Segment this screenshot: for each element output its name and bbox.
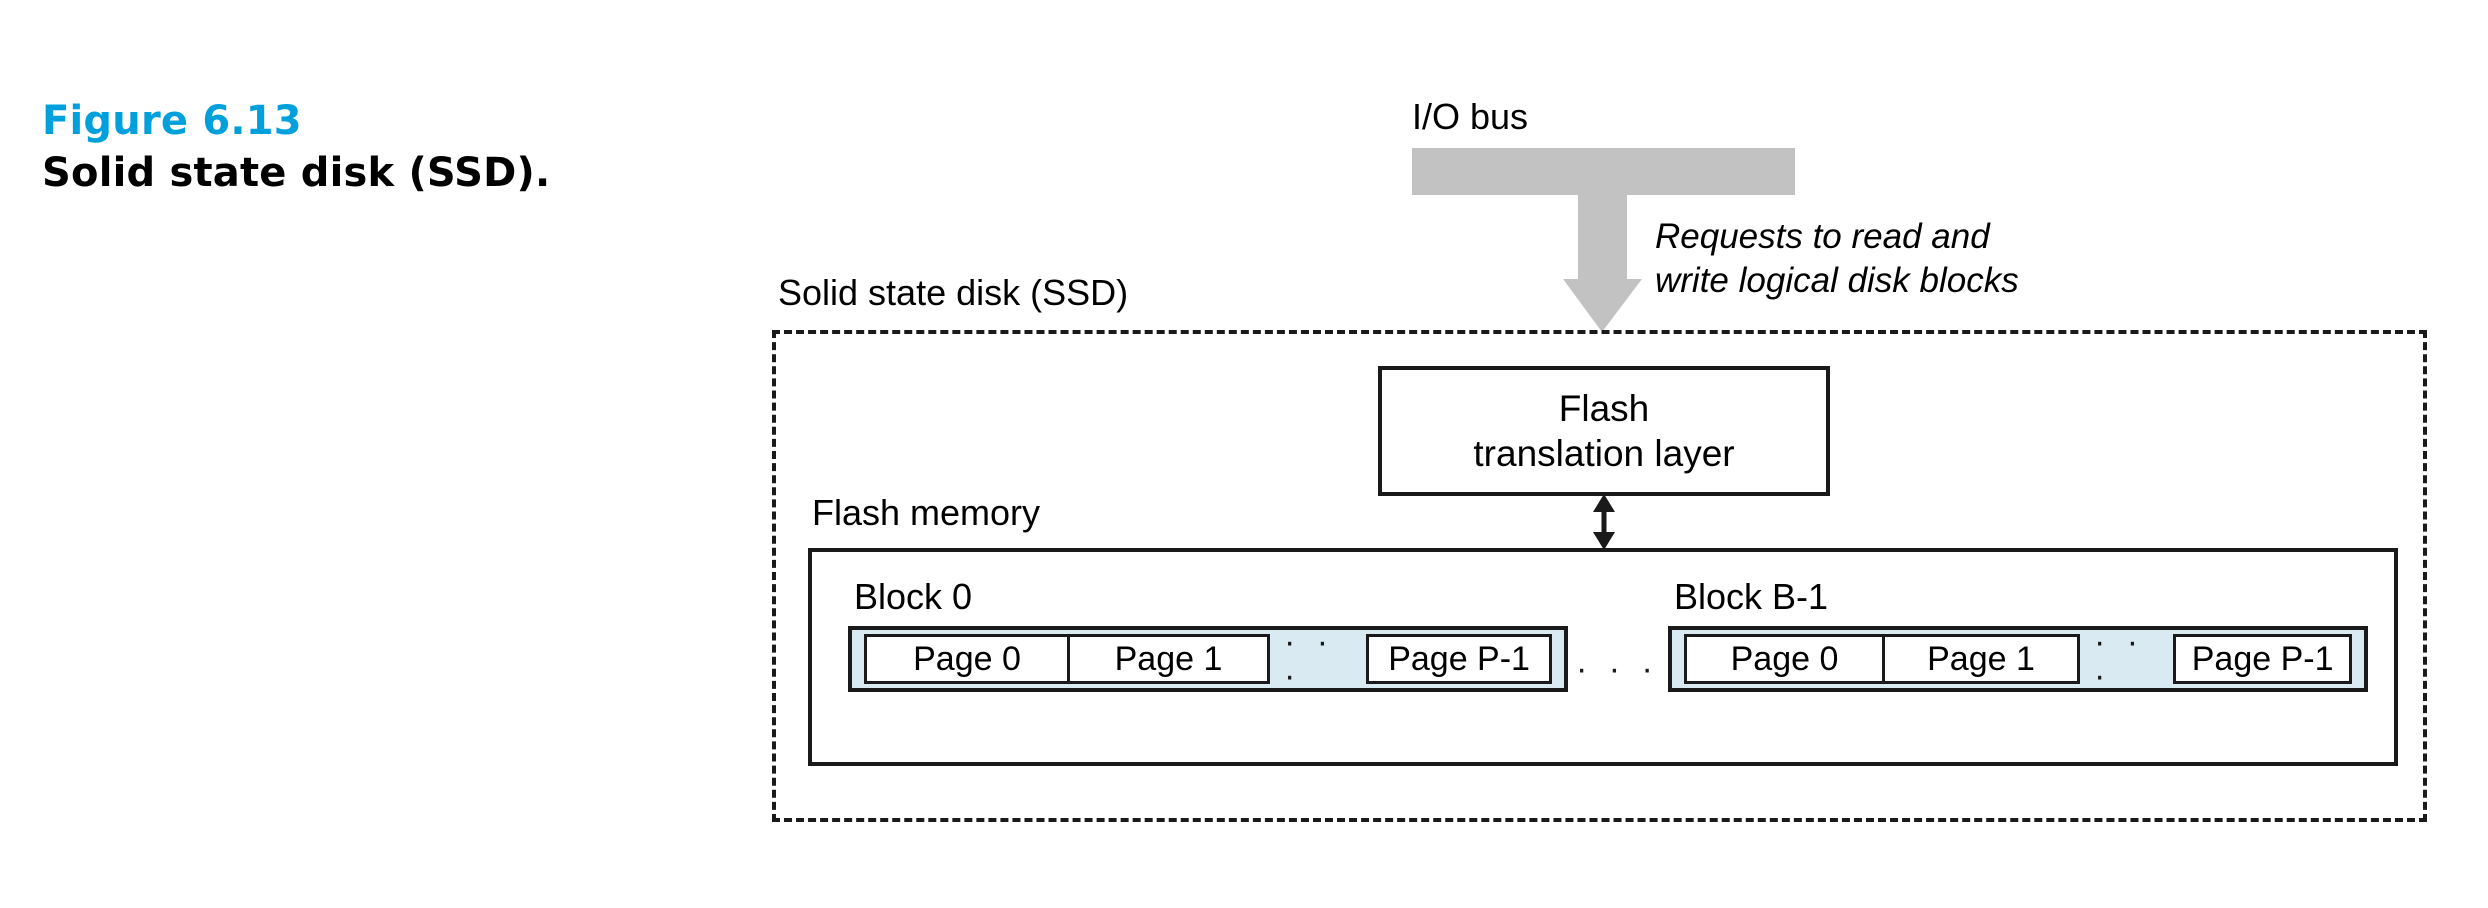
io-bus-arrow-icon <box>1412 148 1795 332</box>
page-cell: Page 0 <box>913 640 1021 678</box>
block-body: Page 0 Page 1 · · · Page P-1 <box>1668 623 2368 695</box>
flash-memory-label: Flash memory <box>812 492 1041 533</box>
ftl-label-line2: translation layer <box>1473 433 1735 474</box>
page-cell-last: Page P-1 <box>2173 634 2352 684</box>
blocks-ellipsis: · · · <box>1576 650 1659 688</box>
page-pair: Page 0 Page 1 <box>1684 634 2080 684</box>
pages-ellipsis: · · · <box>2094 623 2145 695</box>
block-group: Block B-1 Page 0 Page 1 · · · Page P-1 <box>1668 576 2368 695</box>
figure-title: Solid state disk (SSD). <box>42 150 551 196</box>
io-bus-label: I/O bus <box>1412 96 1529 137</box>
ssd-container-label: Solid state disk (SSD) <box>778 272 1129 313</box>
flash-translation-layer-box: Flash translation layer <box>1378 366 1830 496</box>
bidirectional-arrow-icon <box>1593 494 1615 550</box>
page-cell: Page 0 <box>1730 640 1839 678</box>
requests-annotation: Requests to read and write logical disk … <box>1655 215 2019 303</box>
block-body: Page 0 Page 1 · · · Page P-1 <box>848 623 1568 695</box>
block-group: Block 0 Page 0 Page 1 · · · Page P-1 <box>848 576 1568 695</box>
ftl-label-line1: Flash <box>1558 388 1650 429</box>
figure-number: Figure 6.13 <box>42 98 302 144</box>
blocks-row: Block 0 Page 0 Page 1 · · · Page P-1 Blo… <box>812 552 2394 762</box>
requests-annotation-line2: write logical disk blocks <box>1655 261 2019 300</box>
requests-annotation-line1: Requests to read and <box>1655 217 1990 256</box>
flash-memory-box: Block 0 Page 0 Page 1 · · · Page P-1 Blo… <box>808 548 2398 766</box>
page-cell-last: Page P-1 <box>1366 634 1552 684</box>
page-pair: Page 0 Page 1 <box>864 634 1270 684</box>
pages-ellipsis: · · · <box>1284 623 1335 695</box>
page-cell: Page 1 <box>1067 637 1267 681</box>
page-cell: Page 1 <box>1882 637 2077 681</box>
figure-caption: Figure 6.13 Solid state disk (SSD). <box>42 96 642 200</box>
block-label: Block B-1 <box>1674 576 1829 617</box>
block-label: Block 0 <box>854 576 973 617</box>
